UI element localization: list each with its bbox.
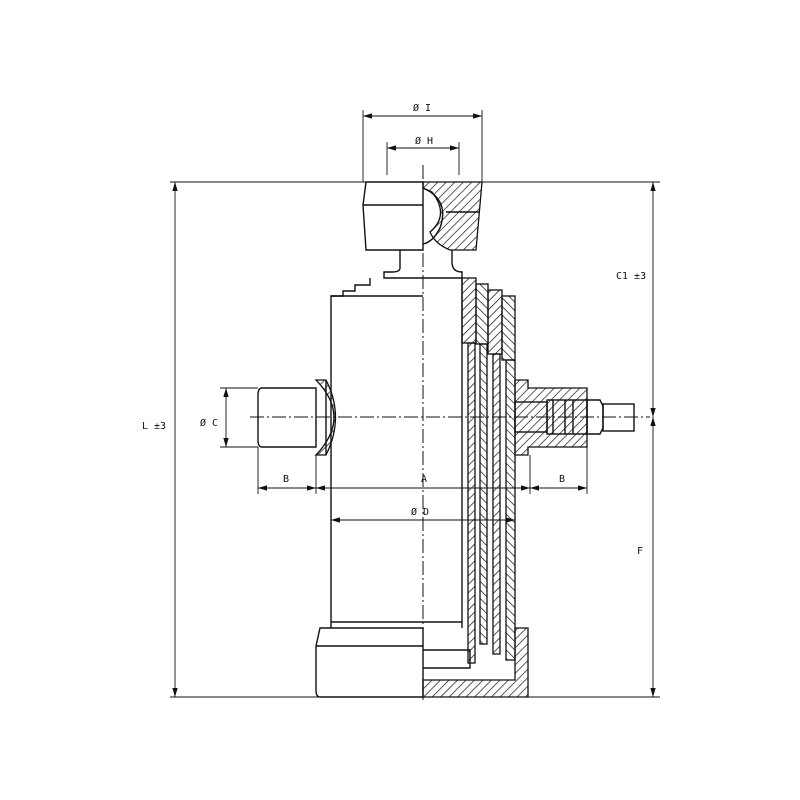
left-trunnion [257, 379, 337, 456]
label-f: F [637, 546, 643, 557]
label-dia-c: Ø C [200, 417, 218, 429]
telescopic-stages [330, 277, 516, 664]
label-dia-h: Ø H [415, 135, 433, 147]
label-c1: C1 ±3 [616, 271, 646, 282]
label-b-left: B [283, 474, 289, 485]
rod-neck [383, 250, 463, 279]
right-port [514, 379, 635, 456]
cylinder-base [315, 627, 529, 698]
top-mount-cap [362, 181, 483, 251]
label-a: A [421, 474, 427, 485]
dimension-labels: Ø I Ø H C1 ±3 L ±3 Ø C B A B Ø D F [142, 102, 646, 557]
label-l: L ±3 [142, 421, 166, 432]
label-dia-d: Ø D [411, 506, 429, 518]
label-dia-i: Ø I [413, 102, 431, 114]
label-b-right: B [559, 474, 565, 485]
dimension-lines [172, 113, 656, 697]
